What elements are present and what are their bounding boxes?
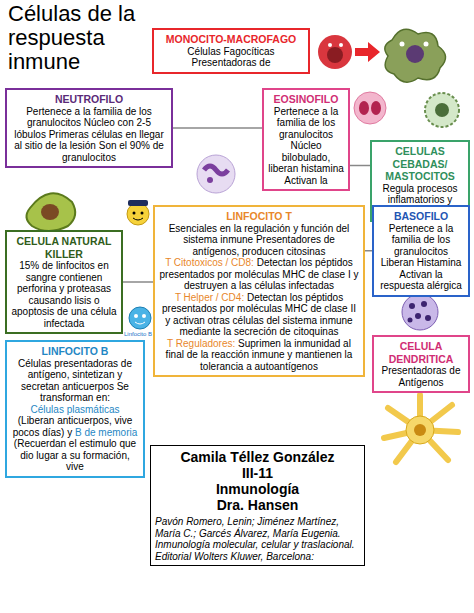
text-group: NEUTROFILO — [11, 93, 167, 106]
box-heading: LINFOCITO B — [42, 345, 109, 357]
info-box: Camila Téllez GonzálezIII-11InmunologíaD… — [150, 445, 365, 566]
info-box: CELULA NATURAL KILLER15% de linfocitos e… — [5, 230, 123, 334]
text-group: Pertenece a la familia de los granulocit… — [11, 106, 167, 164]
text-group: T Reguladores: Suprimen la inmunidad al … — [159, 338, 359, 373]
info-box: LINFOCITO BCélulas presentadoras de antí… — [5, 340, 145, 478]
box-heading: NEUTROFILO — [55, 93, 123, 105]
box-heading: EOSINOFILO — [274, 93, 339, 105]
monocyte-icon — [318, 35, 352, 69]
text-group: 15% de linfocitos en sangre contienen pe… — [11, 260, 117, 329]
box-text: Pertenece a la familia de los granulocit… — [380, 223, 462, 292]
box-text: Camila Téllez González — [155, 449, 360, 465]
diagram-title: Células de la respuesta inmune — [8, 2, 150, 74]
box-heading: CELULAS CEBADAS/ MASTOCITOS — [385, 145, 455, 182]
text-group: Células presentadoras de antígeno, sinte… — [11, 358, 139, 404]
text-group: Dra. Hansen — [155, 497, 360, 513]
box-text: Células plasmáticas — [31, 404, 120, 415]
connector — [173, 127, 262, 129]
connector — [350, 165, 370, 167]
box-text: Esenciales en la regulación y función de… — [169, 223, 350, 257]
text-group: LINFOCITO B — [11, 345, 139, 358]
text-group: Células plasmáticas (Liberan anticuerpos… — [11, 404, 139, 473]
box-text: Pertenece a la familia de los granulocit… — [268, 106, 344, 186]
text-group: CELULAS CEBADAS/ MASTOCITOS — [376, 145, 464, 183]
icon-label: Linfocito B — [124, 331, 152, 337]
text-group: III-11 — [155, 465, 360, 481]
eosinophil-icon — [354, 92, 386, 124]
box-text: Presentadoras de Antígenos — [382, 365, 461, 388]
info-box: NEUTROFILOPertenece a la familia de los … — [5, 88, 173, 168]
info-box: CELULA DENDRITICAPresentadoras de Antíge… — [372, 335, 470, 393]
info-box: LINFOCITO TEsenciales en la regulación y… — [153, 205, 365, 377]
text-group: CELULA NATURAL KILLER — [11, 235, 117, 260]
text-group: LINFOCITO T — [159, 210, 359, 223]
box-heading: CELULA NATURAL KILLER — [16, 235, 111, 260]
box-text: T Reguladores: — [167, 338, 235, 349]
box-text: Inmunología — [155, 481, 360, 497]
box-heading: LINFOCITO T — [226, 210, 292, 222]
neutrophil-icon — [197, 155, 235, 193]
b-cell-cartoon — [129, 307, 151, 329]
mast-cell-icon — [425, 93, 459, 127]
nk-cell-icon — [26, 193, 75, 231]
red-arrow — [355, 42, 380, 62]
text-group: MONOCITO-MACROFAGO — [158, 33, 304, 46]
connector — [365, 250, 372, 252]
text-group: Inmunología — [155, 481, 360, 497]
text-group: Presentadoras de Antígenos — [378, 365, 464, 388]
text-group: Pavón Romero, Lenin; Jiménez Martínez, M… — [155, 516, 360, 562]
text-group: BASOFILO — [378, 210, 464, 223]
box-text: T Helper / CD4: — [175, 292, 244, 303]
t-cell-cartoon — [127, 200, 149, 225]
box-text: Dra. Hansen — [155, 497, 360, 513]
box-heading: CELULA DENDRITICA — [389, 340, 454, 365]
text-group: Pertenece a la familia de los granulocit… — [378, 223, 464, 292]
box-text: III-11 — [155, 465, 360, 481]
info-box: BASOFILOPertenece a la familia de los gr… — [372, 205, 470, 297]
info-box: MONOCITO-MACROFAGOCélulas Fagocíticas Pr… — [152, 28, 310, 74]
box-text: 15% de linfocitos en sangre contienen pe… — [11, 260, 116, 329]
basophil-icon — [402, 294, 438, 330]
box-text: B de memoria — [75, 427, 137, 438]
connector — [123, 281, 153, 283]
text-group: Esenciales en la regulación y función de… — [159, 223, 359, 258]
box-text: Células Fagocíticas Presentadoras de — [187, 46, 274, 69]
text-group: CELULA DENDRITICA — [378, 340, 464, 365]
text-group: Camila Téllez González — [155, 449, 360, 465]
text-group: EOSINOFILO — [268, 93, 344, 106]
box-text: T Citotoxicos / CD8: — [165, 257, 254, 268]
dendritic-cell-icon — [384, 395, 458, 462]
box-heading: MONOCITO-MACROFAGO — [166, 33, 296, 45]
box-text: Células presentadoras de antígeno, sinte… — [18, 358, 132, 404]
box-text: Pavón Romero, Lenin; Jiménez Martínez, M… — [155, 516, 360, 562]
box-text: (Recuerdan el estimulo que dio lugar a s… — [14, 438, 136, 472]
info-box: EOSINOFILOPertenece a la familia de los … — [262, 88, 350, 191]
text-group: Células Fagocíticas Presentadoras de — [158, 46, 304, 69]
text-group: T Citotoxicos / CD8: Detectan los péptid… — [159, 257, 359, 292]
macrophage-icon — [385, 29, 446, 82]
box-text: Pertenece a la familia de los granulocit… — [14, 106, 164, 163]
text-group: Pertenece a la familia de los granulocit… — [268, 106, 344, 187]
text-group: T Helper / CD4: Detectan los péptidos pr… — [159, 292, 359, 338]
box-heading: BASOFILO — [394, 210, 448, 222]
